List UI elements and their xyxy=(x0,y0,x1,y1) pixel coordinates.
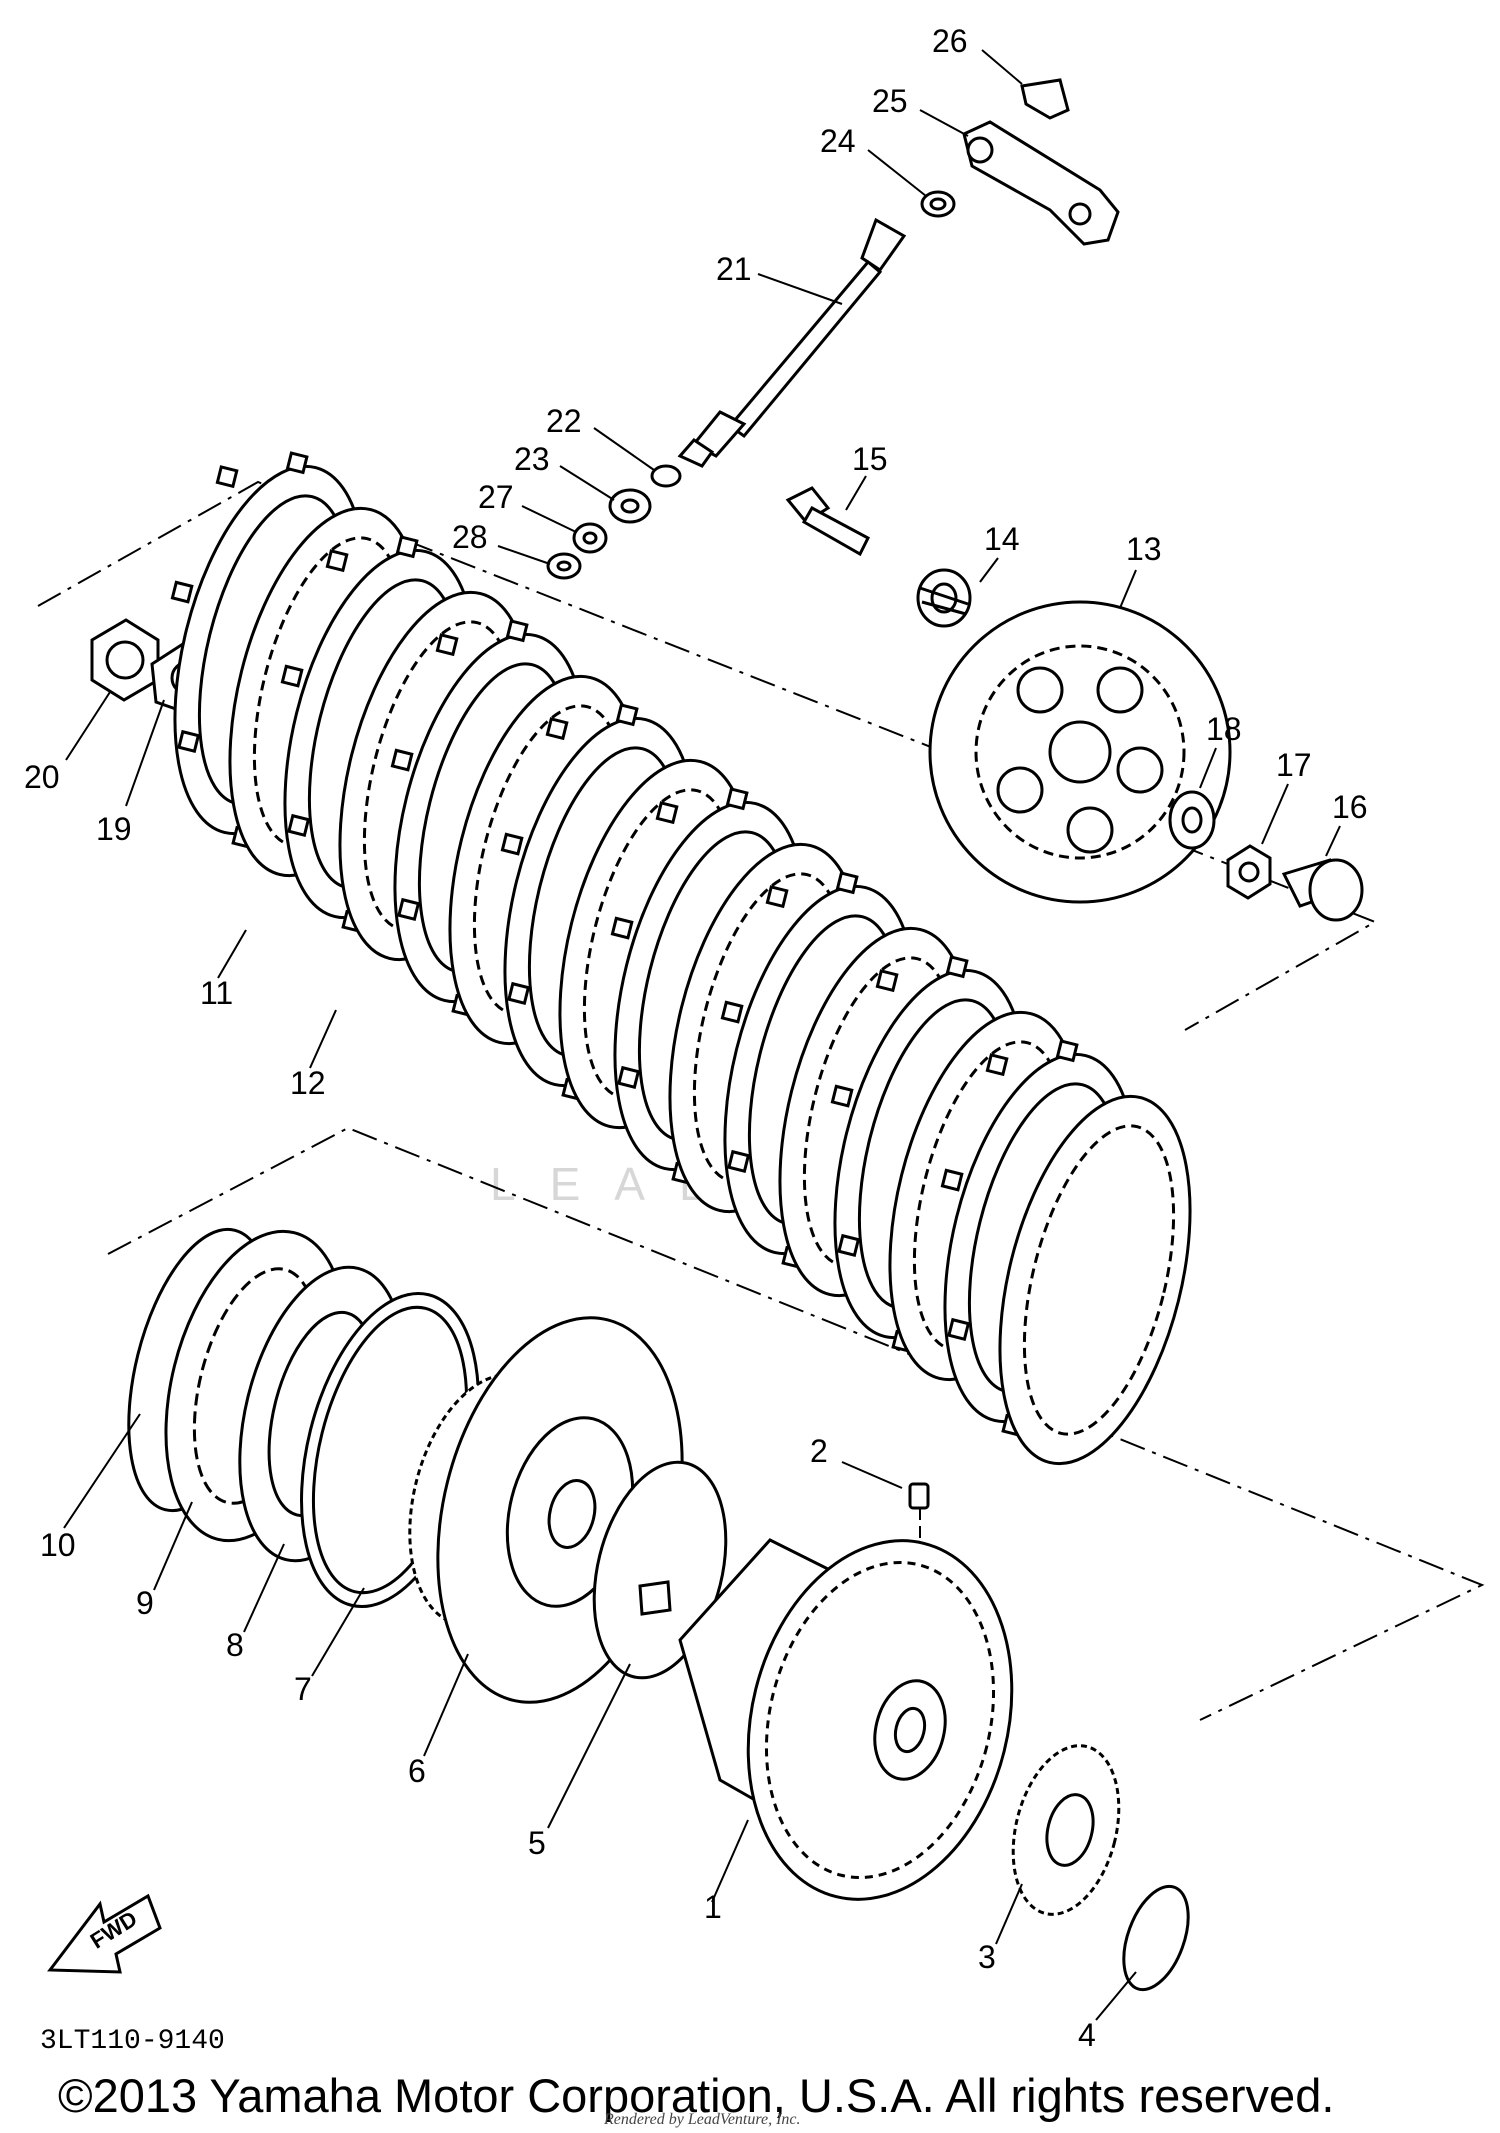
callout-7: 7 xyxy=(294,1671,312,1707)
leader-line-11 xyxy=(217,929,247,979)
callout-14: 14 xyxy=(984,521,1020,557)
part-20-nut xyxy=(90,618,160,702)
leader-line-22 xyxy=(593,427,655,471)
callout-4: 4 xyxy=(1078,2017,1096,2053)
upper-dashed-box xyxy=(37,480,1378,1031)
part-28-washer xyxy=(546,552,582,580)
push-lever-assembly xyxy=(546,78,1120,580)
leader-line-2 xyxy=(841,1461,903,1489)
lower-assembly xyxy=(127,1227,1190,1992)
leader-line-8 xyxy=(243,1543,285,1633)
leader-line-27 xyxy=(521,505,577,533)
part-1-clutch-housing xyxy=(678,1538,1014,1901)
callout-labels: 1234567891011121314151617181920212223242… xyxy=(24,23,1368,2053)
part-17-nut xyxy=(1226,844,1272,900)
leader-line-1 xyxy=(711,1819,749,1903)
leader-line-28 xyxy=(497,545,551,565)
callout-9: 9 xyxy=(136,1585,154,1621)
leader-line-7 xyxy=(311,1587,365,1677)
leader-line-3 xyxy=(995,1883,1023,1945)
copyright-notice: ©2013 Yamaha Motor Corporation, U.S.A. A… xyxy=(58,2069,1334,2122)
part-code: 3LT110-9140 xyxy=(40,2026,225,2057)
callout-28: 28 xyxy=(452,519,488,555)
callout-2: 2 xyxy=(810,1433,828,1469)
callout-11: 11 xyxy=(200,975,233,1011)
callout-24: 24 xyxy=(820,123,856,159)
forward-arrow-icon: FWD xyxy=(47,1893,162,1974)
leader-line-9 xyxy=(153,1501,193,1591)
part-27-bearing xyxy=(572,522,608,554)
callout-26: 26 xyxy=(932,23,968,59)
part-24-oil-seal xyxy=(920,190,956,218)
part-22-circlip xyxy=(650,464,682,488)
leader-line-14 xyxy=(979,557,999,583)
leader-line-15 xyxy=(845,475,867,511)
part-15-bolt xyxy=(785,486,870,557)
callout-16: 16 xyxy=(1332,789,1368,825)
leader-line-6 xyxy=(423,1653,469,1757)
callout-8: 8 xyxy=(226,1627,244,1663)
callout-23: 23 xyxy=(514,441,550,477)
leader-lines xyxy=(63,49,1341,2021)
callout-13: 13 xyxy=(1126,531,1162,567)
leader-line-5 xyxy=(547,1663,631,1829)
leader-line-23 xyxy=(559,465,615,501)
callout-10: 10 xyxy=(40,1527,76,1563)
leader-line-19 xyxy=(125,699,165,807)
rendered-by-note: Rendered by LeadVenture, Inc. xyxy=(603,2111,801,2128)
leader-line-24 xyxy=(867,149,927,197)
callout-27: 27 xyxy=(478,479,514,515)
callout-25: 25 xyxy=(872,83,908,119)
leader-line-10 xyxy=(63,1413,141,1529)
leader-line-12 xyxy=(309,1009,337,1069)
part-13-pressure-plate xyxy=(928,600,1232,904)
callout-1: 1 xyxy=(704,1889,722,1925)
leader-line-21 xyxy=(757,273,843,305)
leader-line-18 xyxy=(1199,747,1217,789)
part-26-clip xyxy=(1020,78,1070,120)
callout-22: 22 xyxy=(546,403,582,439)
part-21-push-lever-shaft xyxy=(677,217,907,468)
leader-line-16 xyxy=(1325,825,1341,857)
leader-line-4 xyxy=(1095,1971,1137,2021)
callout-15: 15 xyxy=(852,441,888,477)
clutch-plate xyxy=(998,1094,1192,1466)
callout-21: 21 xyxy=(716,251,752,287)
leader-line-26 xyxy=(981,49,1023,85)
callout-20: 20 xyxy=(24,759,60,795)
leader-line-13 xyxy=(1119,569,1137,609)
callout-12: 12 xyxy=(290,1065,326,1101)
callout-17: 17 xyxy=(1276,747,1312,783)
callout-19: 19 xyxy=(96,811,132,847)
part-18-washer xyxy=(1168,790,1216,850)
part-14-spring xyxy=(916,568,972,628)
leader-line-20 xyxy=(65,691,111,761)
part-25-lever xyxy=(962,120,1120,246)
leader-line-25 xyxy=(919,109,969,137)
part-23-oil-seal xyxy=(608,488,652,524)
callout-6: 6 xyxy=(408,1753,426,1789)
callout-3: 3 xyxy=(978,1939,996,1975)
clutch-plate-stack xyxy=(170,451,1192,1466)
part-3-gear xyxy=(1011,1744,1121,1916)
leader-line-17 xyxy=(1261,783,1289,845)
callout-18: 18 xyxy=(1206,711,1242,747)
part-4-circlip xyxy=(1122,1884,1190,1992)
callout-5: 5 xyxy=(528,1825,546,1861)
part-16-push-rod xyxy=(1281,858,1364,922)
